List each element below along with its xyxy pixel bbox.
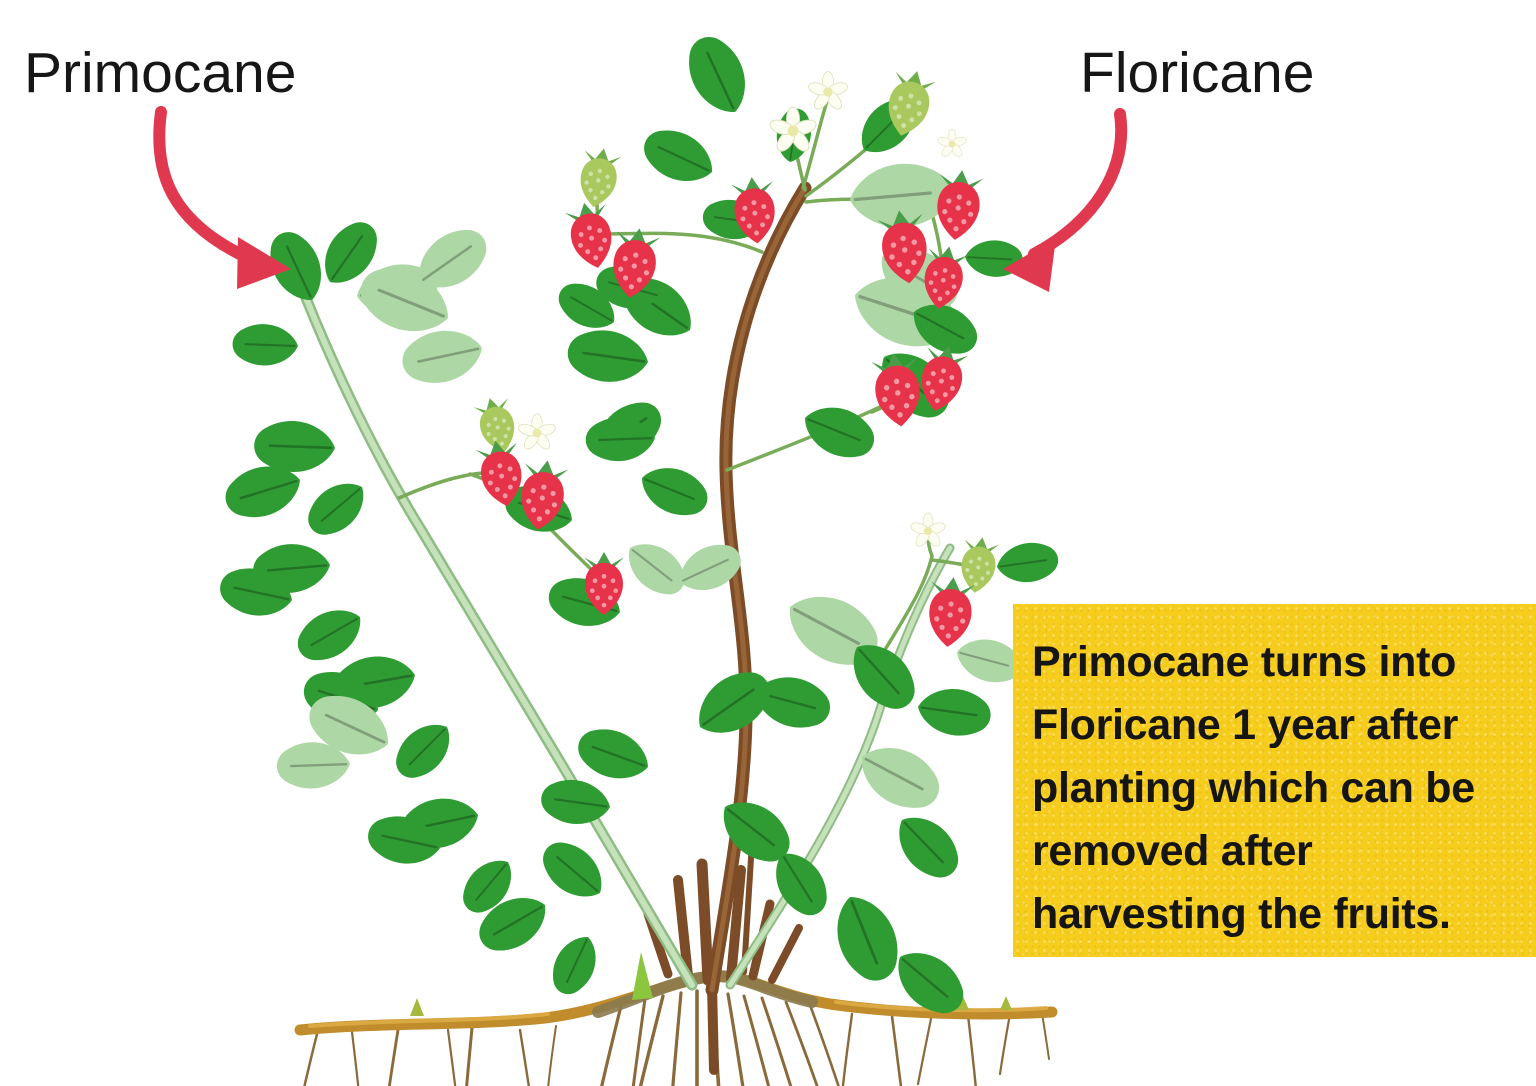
note-line-3: planting which can be [1032, 764, 1475, 812]
floricane-label: Floricane [1080, 41, 1315, 105]
note-line-1: Primocane turns into [1032, 638, 1457, 686]
note-line-2: Floricane 1 year after [1032, 701, 1459, 749]
new-shoot [632, 952, 653, 1000]
primocane-arrow [153, 106, 291, 289]
floricane-stem [705, 181, 812, 997]
info-note: Primocane turns into Floricane 1 year af… [1013, 604, 1536, 957]
note-line-4: removed after [1032, 827, 1313, 875]
primocane-label: Primocane [24, 41, 297, 105]
secondary-cane [725, 543, 955, 990]
floricane-root-base [707, 980, 719, 1075]
primocane-stem [300, 292, 698, 991]
floricane-arrow [1003, 108, 1128, 292]
note-line-5: harvesting the fruits. [1032, 890, 1451, 938]
